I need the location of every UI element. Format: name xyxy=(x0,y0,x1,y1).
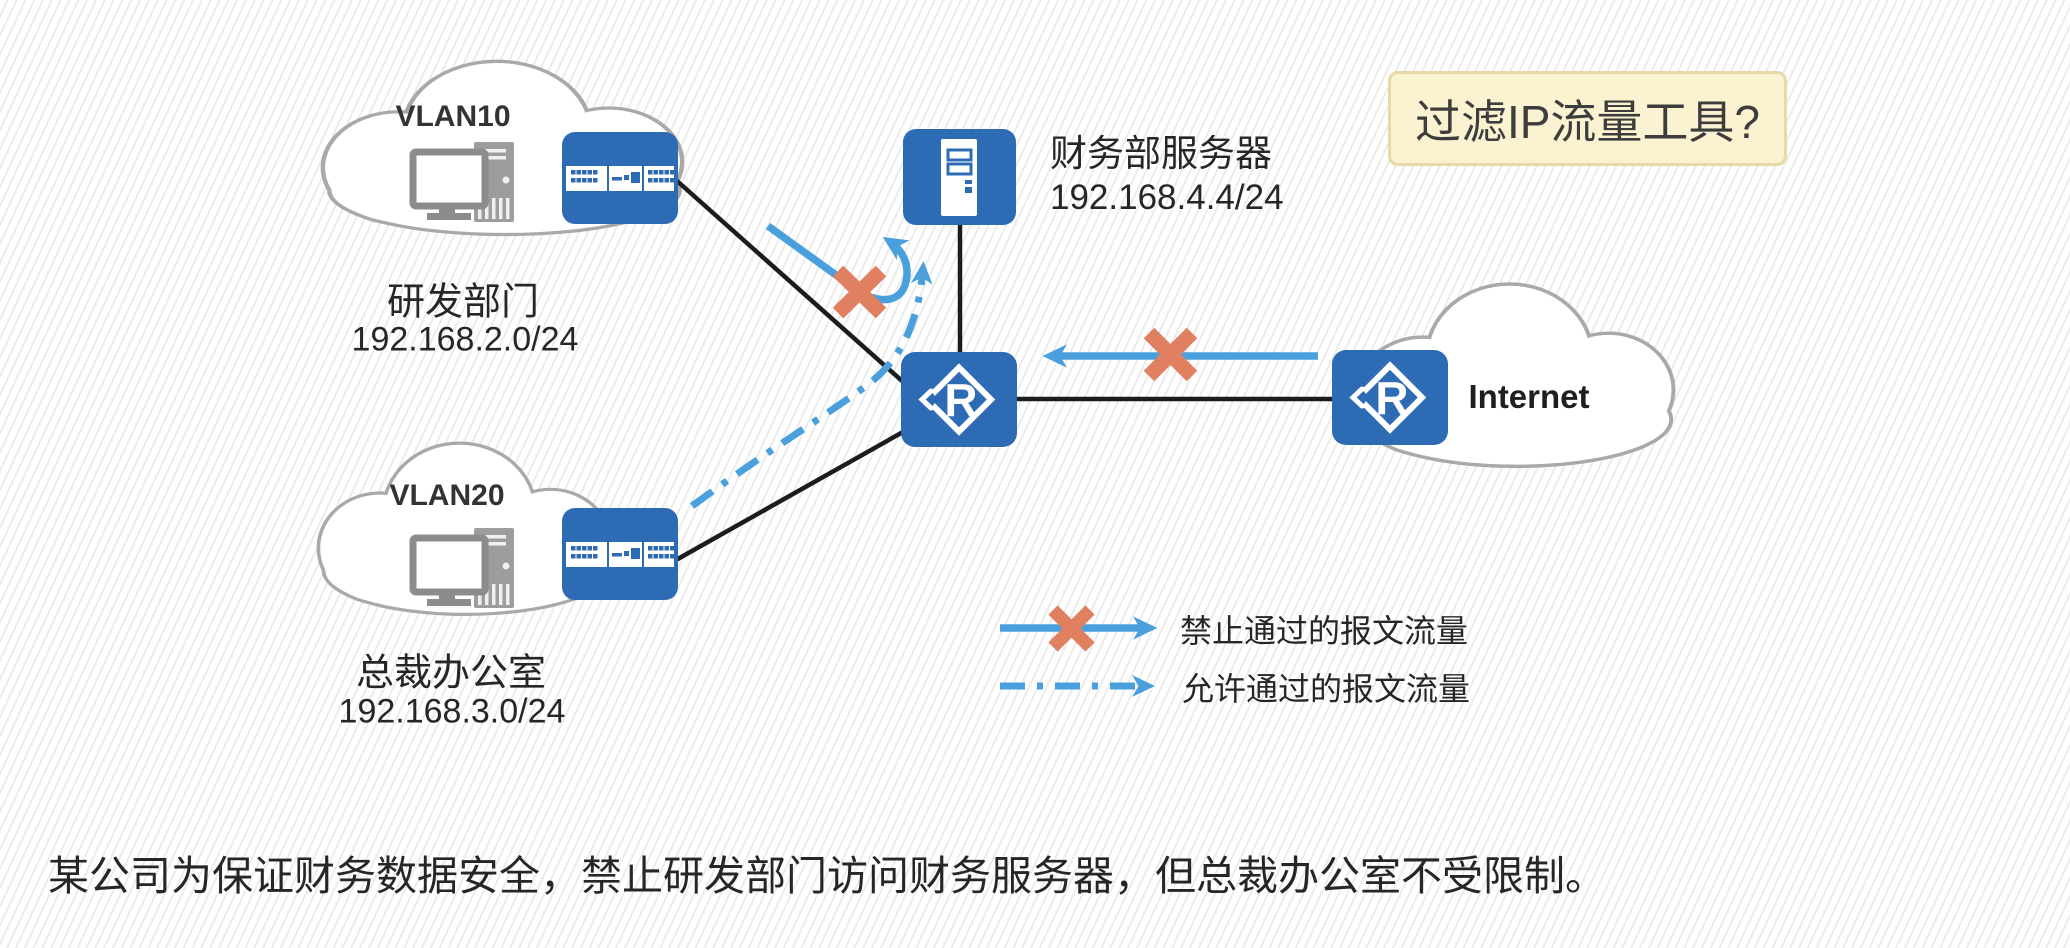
server-label: 财务部服务器 192.168.4.4/24 xyxy=(1050,131,1284,219)
legend-denied-label: 禁止通过的报文流量 xyxy=(1180,613,1469,649)
blocked-arrow-vlan10-to-server xyxy=(765,222,911,304)
caption-text: 某公司为保证财务数据安全，禁止研发部门访问财务服务器，但总裁办公室不受限制。 xyxy=(48,853,1606,899)
legend xyxy=(1000,605,1158,697)
router-icon: R xyxy=(901,352,1017,447)
vlan20-label: VLAN20 xyxy=(389,479,505,512)
router-letter: R xyxy=(944,374,977,426)
allowed-arrow-vlan20-to-server xyxy=(689,261,933,509)
link-vlan10-router xyxy=(674,178,912,390)
switch-icon xyxy=(562,508,678,600)
link-vlan20-router xyxy=(674,426,912,562)
vlan10-label: VLAN10 xyxy=(395,100,511,133)
server-icon xyxy=(903,129,1016,225)
cross-icon xyxy=(1143,327,1198,382)
vlan20-subnet: 192.168.3.0/24 xyxy=(338,692,566,731)
internet-label: Internet xyxy=(1468,378,1590,415)
server-name: 财务部服务器 xyxy=(1050,133,1272,174)
network-links xyxy=(674,178,1336,562)
vlan10-department-name: 研发部门 xyxy=(386,281,540,324)
router-icon: R xyxy=(1332,350,1448,445)
note-box: 过滤IP流量工具? xyxy=(1388,71,1787,166)
vlan20-department-name: 总裁办公室 xyxy=(355,652,547,695)
switch-icon xyxy=(562,132,678,224)
vlan10-subnet: 192.168.2.0/24 xyxy=(351,320,579,359)
cross-icon xyxy=(1048,605,1095,652)
legend-allowed-label: 允许通过的报文流量 xyxy=(1182,671,1471,707)
cross-icon xyxy=(832,265,887,319)
router-letter: R xyxy=(1375,372,1408,424)
note-text: 过滤IP流量工具? xyxy=(1414,95,1761,148)
server-ip: 192.168.4.4/24 xyxy=(1050,178,1284,217)
